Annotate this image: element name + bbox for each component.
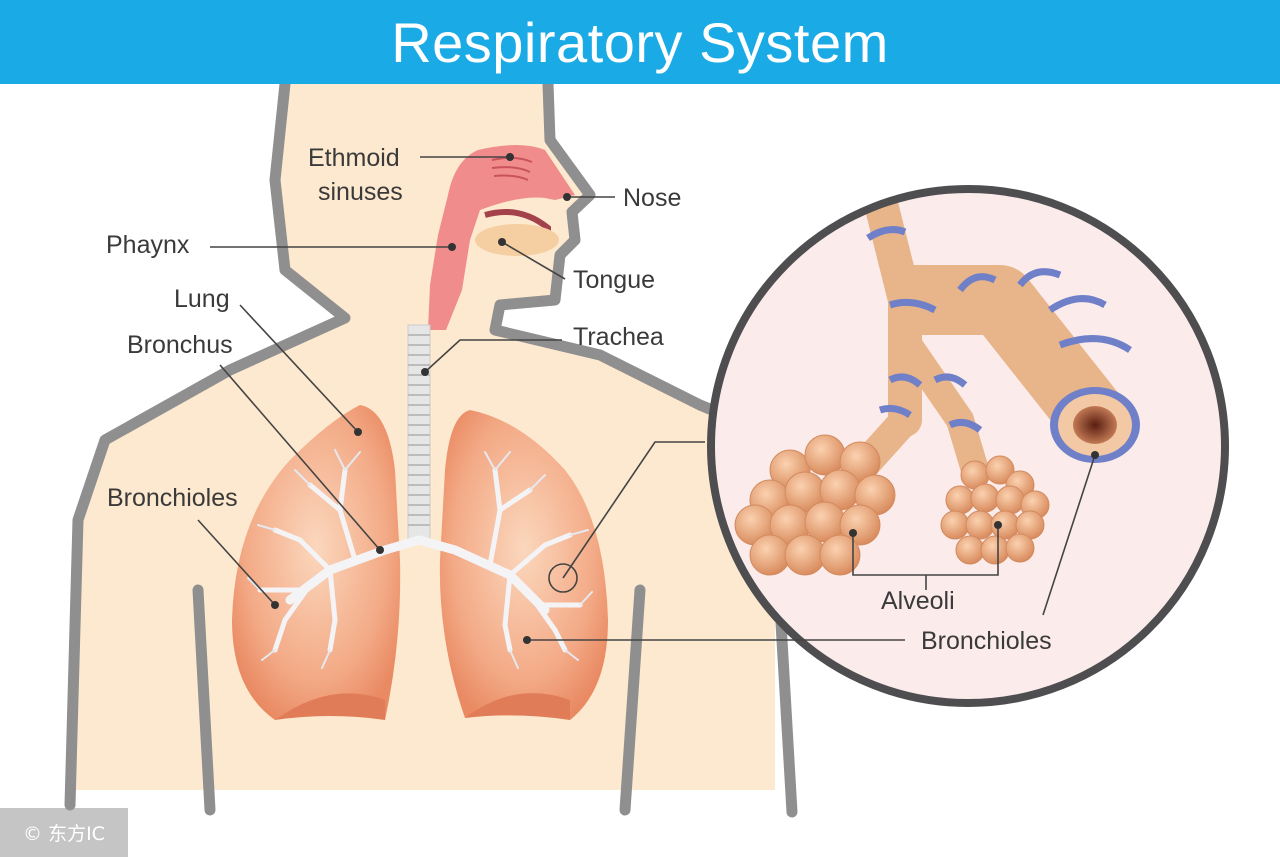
watermark: © 东方IC	[0, 808, 128, 857]
trachea	[407, 324, 431, 541]
page-title: Respiratory System	[391, 10, 889, 74]
bronchial-tree	[247, 449, 593, 669]
title-bar: Respiratory System	[0, 0, 1280, 84]
label-phaynx: Phaynx	[106, 231, 190, 259]
body-silhouette	[64, 78, 798, 818]
magnified-view	[707, 185, 1229, 707]
label-bronchioles-left: Bronchioles	[107, 484, 238, 512]
upper-airway	[428, 145, 575, 330]
label-lung: Lung	[174, 285, 230, 313]
label-ethmoid-line2: sinuses	[318, 178, 403, 206]
label-tongue: Tongue	[573, 266, 655, 294]
leader-lines	[197, 156, 1096, 641]
label-nose: Nose	[623, 184, 681, 212]
left-lung	[232, 405, 401, 720]
label-alveoli: Alveoli	[881, 587, 955, 615]
label-trachea: Trachea	[573, 323, 664, 351]
label-bronchus: Bronchus	[127, 331, 233, 359]
label-ethmoid-line1: Ethmoid	[308, 144, 400, 172]
leader-dots	[271, 153, 1099, 644]
label-bronchioles-right: Bronchioles	[921, 627, 1052, 655]
